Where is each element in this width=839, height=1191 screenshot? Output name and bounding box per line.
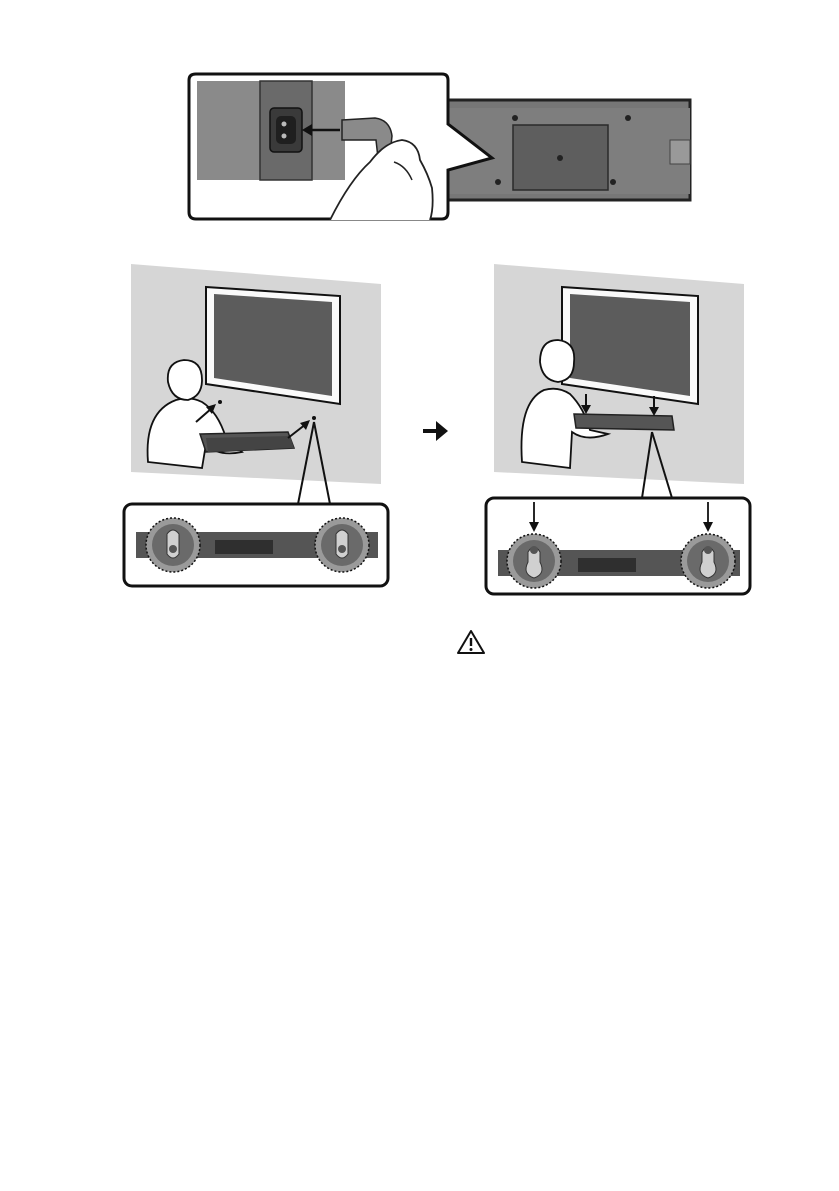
- keyhole-left: [507, 534, 561, 588]
- soundbar: [574, 414, 674, 430]
- soundbar-hanging-step-1: [118, 262, 393, 592]
- warning-triangle-icon: [456, 628, 486, 656]
- power-cord-figure: [180, 70, 695, 225]
- soundbar-hanging-step-2: [482, 262, 757, 598]
- keyhole-left: [146, 518, 200, 572]
- keyhole-right: [315, 518, 369, 572]
- tv-icon: [206, 287, 340, 404]
- tv-icon: [562, 287, 698, 404]
- right-arrow-icon: [420, 418, 450, 444]
- keyhole-right: [681, 534, 735, 588]
